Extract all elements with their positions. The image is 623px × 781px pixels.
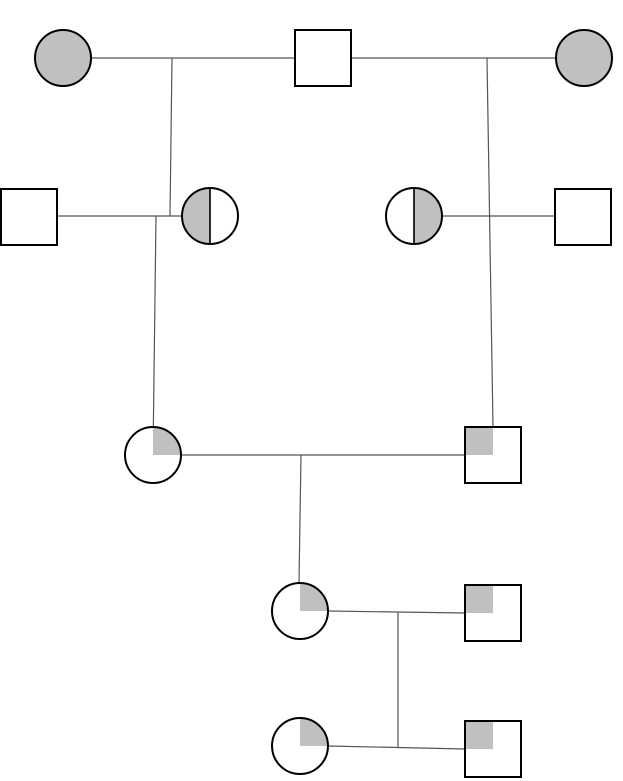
female-symbol-g3-female [124,426,182,484]
female-symbol-g2-female-left [181,187,239,245]
shaded-portion [300,583,328,611]
relationship-line [169,57,173,217]
individual-symbols [0,29,613,778]
male-symbol-g1-male-center [294,29,352,87]
shaded-portion [153,427,181,455]
female-symbol-g5-female [271,717,329,775]
relationship-line [327,610,466,614]
shaded-portion [465,721,493,749]
male-symbol-g4-male [464,584,522,642]
female-symbol-g1-female-left [34,29,92,87]
shaded-portion [300,718,328,746]
shaded-portion [465,585,493,613]
male-symbol-g3-male [464,426,522,484]
relationship-lines [57,57,556,750]
relationship-line [327,745,466,750]
relationship-line [486,57,494,428]
male-symbol-g2-male-left [0,188,58,246]
female-symbol-g1-female-right [555,29,613,87]
shaded-portion [182,188,210,244]
female-symbol-g4-female [271,582,329,640]
relationship-line [152,215,157,456]
male-symbol-g5-male [464,720,522,778]
shaded-portion [414,188,442,244]
female-symbol-g2-female-right [385,187,443,245]
shaded-portion [465,427,493,455]
relationship-line [298,454,302,584]
male-symbol-g2-male-right [554,188,612,246]
